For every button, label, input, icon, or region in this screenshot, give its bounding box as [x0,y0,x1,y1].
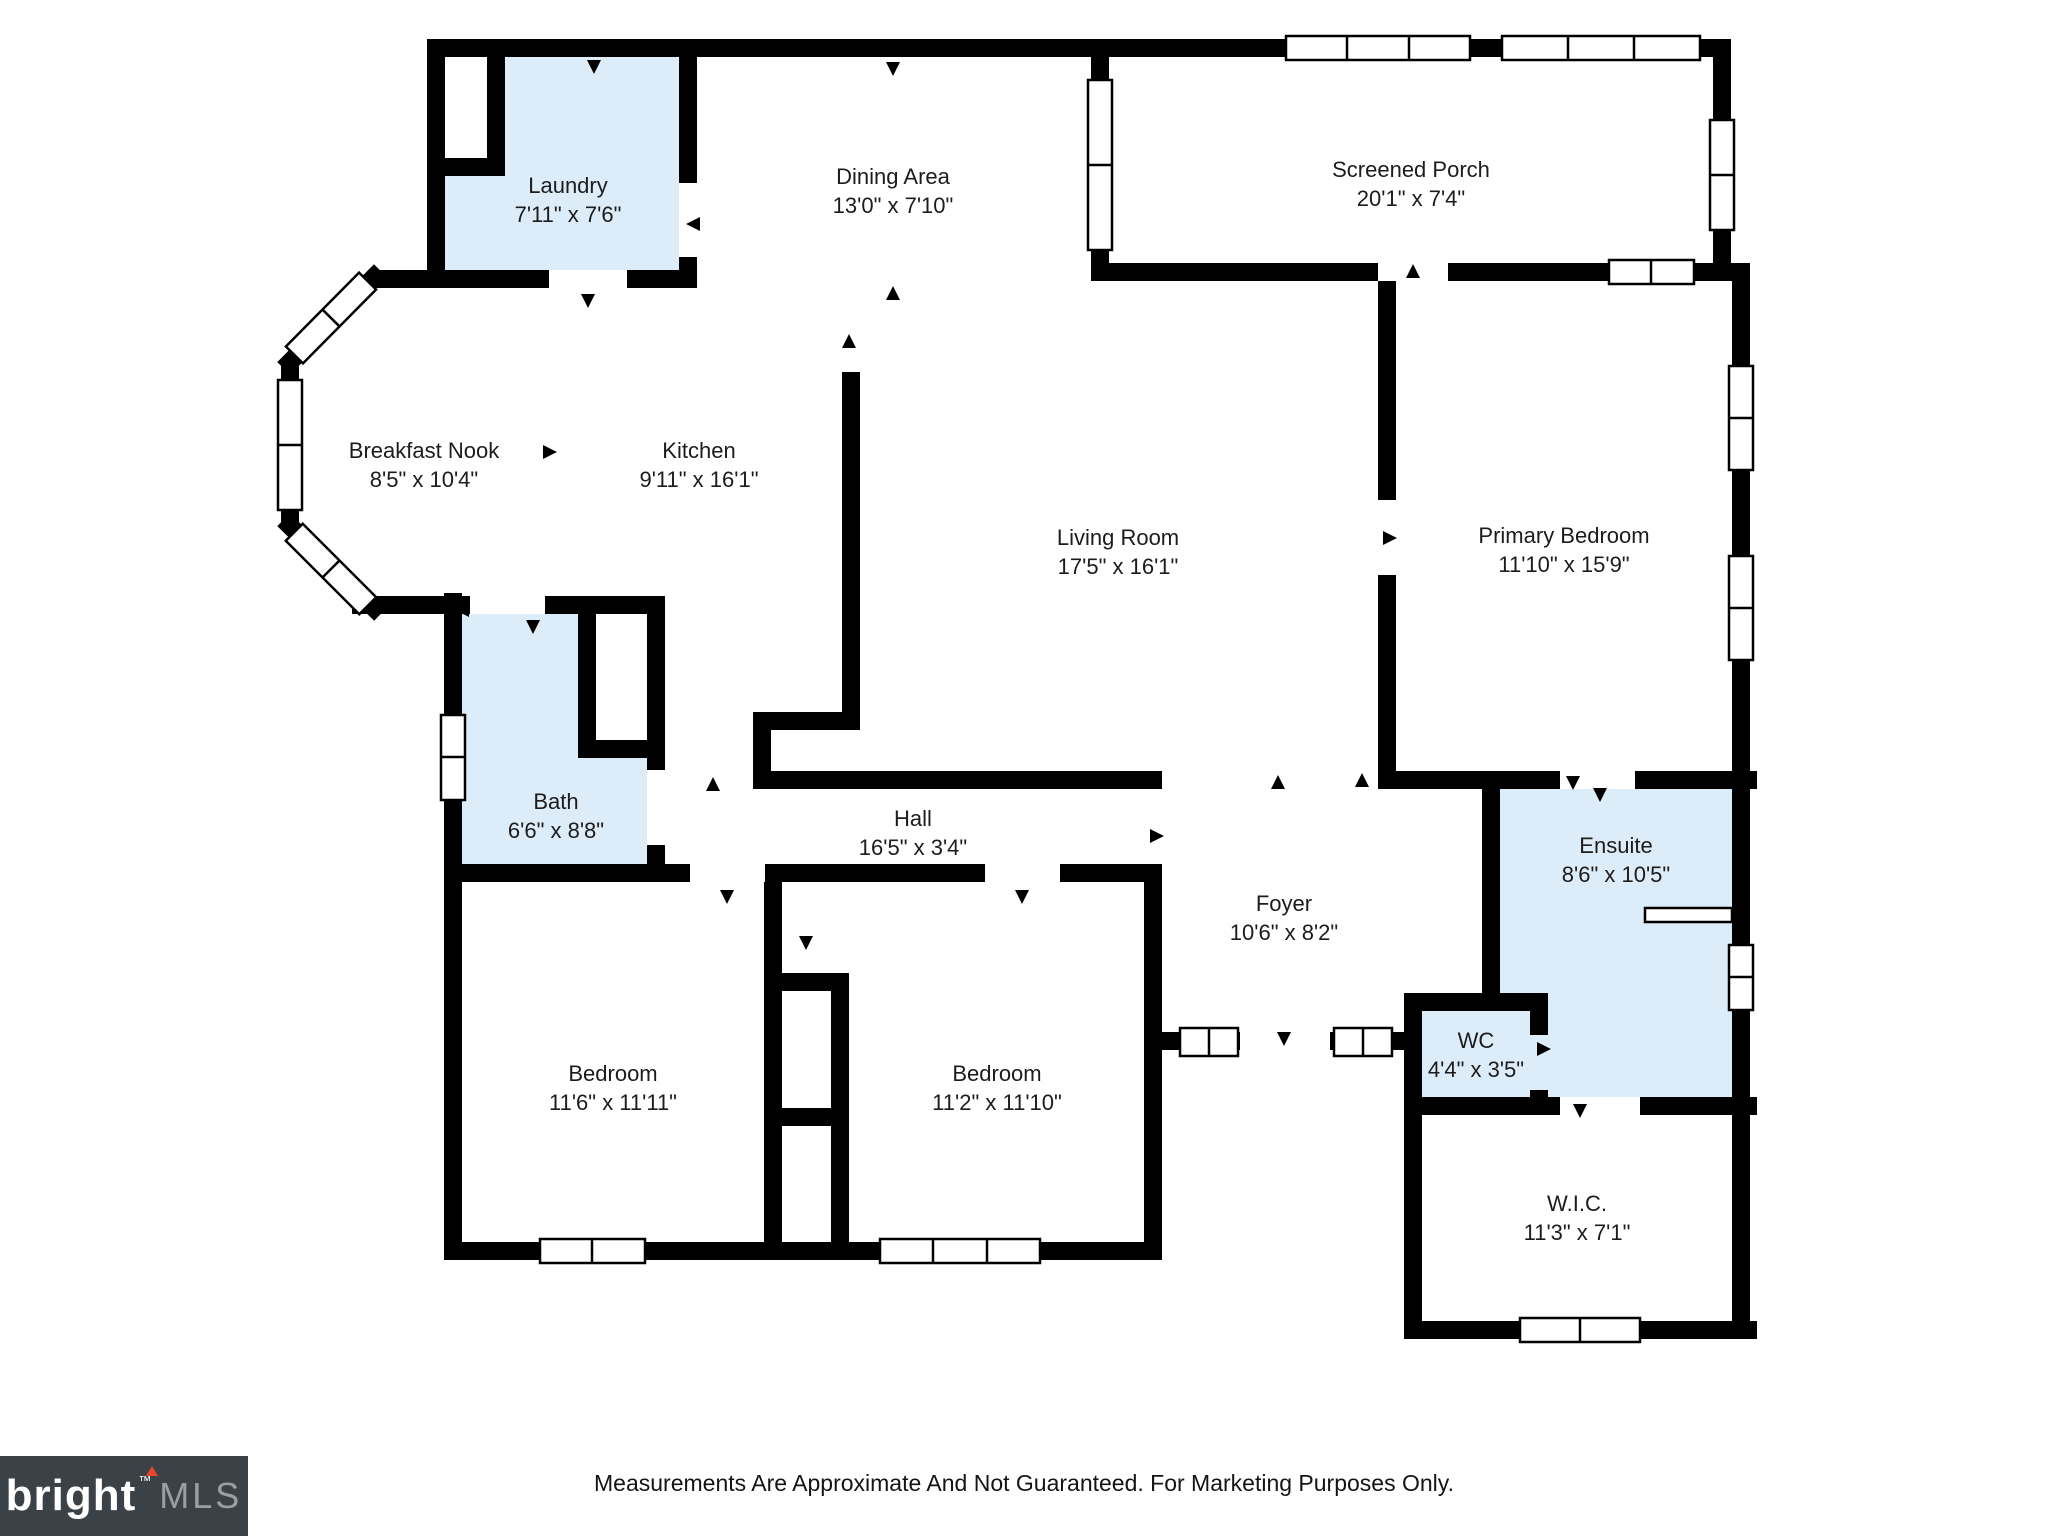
room-name: Hall [894,805,932,831]
room-fill-wc [1422,1011,1530,1097]
room-name: Kitchen [662,437,736,463]
room-name: Laundry [528,172,608,198]
room-label-screened-porch: Screened Porch 20'1" x 7'4" [1332,155,1490,213]
room-label-ensuite: Ensuite 8'6" x 10'5" [1562,831,1670,889]
room-label-primary-bedroom: Primary Bedroom 11'10" x 15'9" [1478,521,1649,579]
room-dims: 4'4" x 3'5" [1427,1057,1525,1082]
room-label-laundry: Laundry 7'11" x 7'6" [515,171,622,229]
room-dims: 13'0" x 7'10" [832,193,954,218]
window-icon [284,270,378,366]
room-label-dining-area: Dining Area 13'0" x 7'10" [833,162,954,220]
room-name: Bath [533,788,579,814]
room-name: Bedroom [952,1060,1042,1086]
room-dims: 11'6" x 11'11" [549,1090,677,1115]
window-icon [1708,118,1736,232]
room-label-bedroom-2: Bedroom 11'2" x 11'10" [932,1059,1062,1117]
room-dims: 11'3" x 7'1" [1523,1220,1631,1245]
window-icon [1727,364,1755,472]
logo-accent-icon [146,1466,158,1476]
window-icon [439,713,467,802]
room-dims: 8'5" x 10'4" [369,467,479,492]
window-icon [283,521,379,617]
disclaimer-text: Measurements Are Approximate And Not Gua… [594,1470,1454,1496]
room-dims: 7'11" x 7'6" [514,202,622,227]
room-name: Living Room [1056,524,1180,550]
room-dims: 17'5" x 16'1" [1057,554,1179,579]
room-name: Screened Porch [1332,156,1490,182]
logo-mls-text: MLS [159,1475,243,1516]
room-label-kitchen: Kitchen 9'11" x 16'1" [639,436,758,494]
window-icon [538,1237,647,1265]
window-icon [878,1237,1042,1265]
room-dims: 8'6" x 10'5" [1561,862,1671,887]
room-dims: 6'6" x 8'8" [507,818,605,843]
window-icon [1332,1026,1394,1058]
window-icon [1727,943,1755,1012]
room-name: Dining Area [836,163,950,189]
window-icon [1518,1316,1642,1344]
walls [277,39,1757,1339]
room-label-bath: Bath 6'6" x 8'8" [508,787,604,845]
windows [276,34,1755,1344]
room-dims: 11'2" x 11'10" [932,1090,1062,1115]
room-dims: 16'5" x 3'4" [858,835,968,860]
room-label-wic: W.I.C. 11'3" x 7'1" [1524,1189,1631,1247]
vanity-counter [1643,906,1734,924]
room-label-wc: WC 4'4" x 3'5" [1428,1026,1524,1084]
window-icon [1727,554,1755,662]
room-name: W.I.C. [1547,1190,1607,1216]
window-icon [276,378,304,512]
window-icon [1284,34,1472,62]
room-dims: 9'11" x 16'1" [639,467,759,492]
room-name: Ensuite [1579,832,1653,858]
room-dims: 11'10" x 15'9" [1498,552,1630,577]
room-label-breakfast-nook: Breakfast Nook 8'5" x 10'4" [349,436,499,494]
room-label-living-room: Living Room 17'5" x 16'1" [1057,523,1179,581]
room-name: WC [1457,1027,1495,1053]
room-name: Breakfast Nook [348,437,500,463]
window-icon [1607,258,1696,286]
window-icon [1500,34,1702,62]
room-dims: 10'6" x 8'2" [1229,920,1339,945]
room-label-bedroom-1: Bedroom 11'6" x 11'11" [549,1059,677,1117]
logo-tm: ™ [138,1472,152,1488]
room-label-hall: Hall 16'5" x 3'4" [859,804,967,862]
logo-bright-text: bright [5,1471,137,1520]
room-label-foyer: Foyer 10'6" x 8'2" [1230,889,1338,947]
window-icon [1178,1026,1240,1058]
room-dims: 20'1" x 7'4" [1356,186,1466,211]
room-name: Bedroom [568,1060,658,1086]
window-icon [1086,78,1114,252]
room-name: Primary Bedroom [1478,522,1650,548]
room-name: Foyer [1255,890,1313,916]
